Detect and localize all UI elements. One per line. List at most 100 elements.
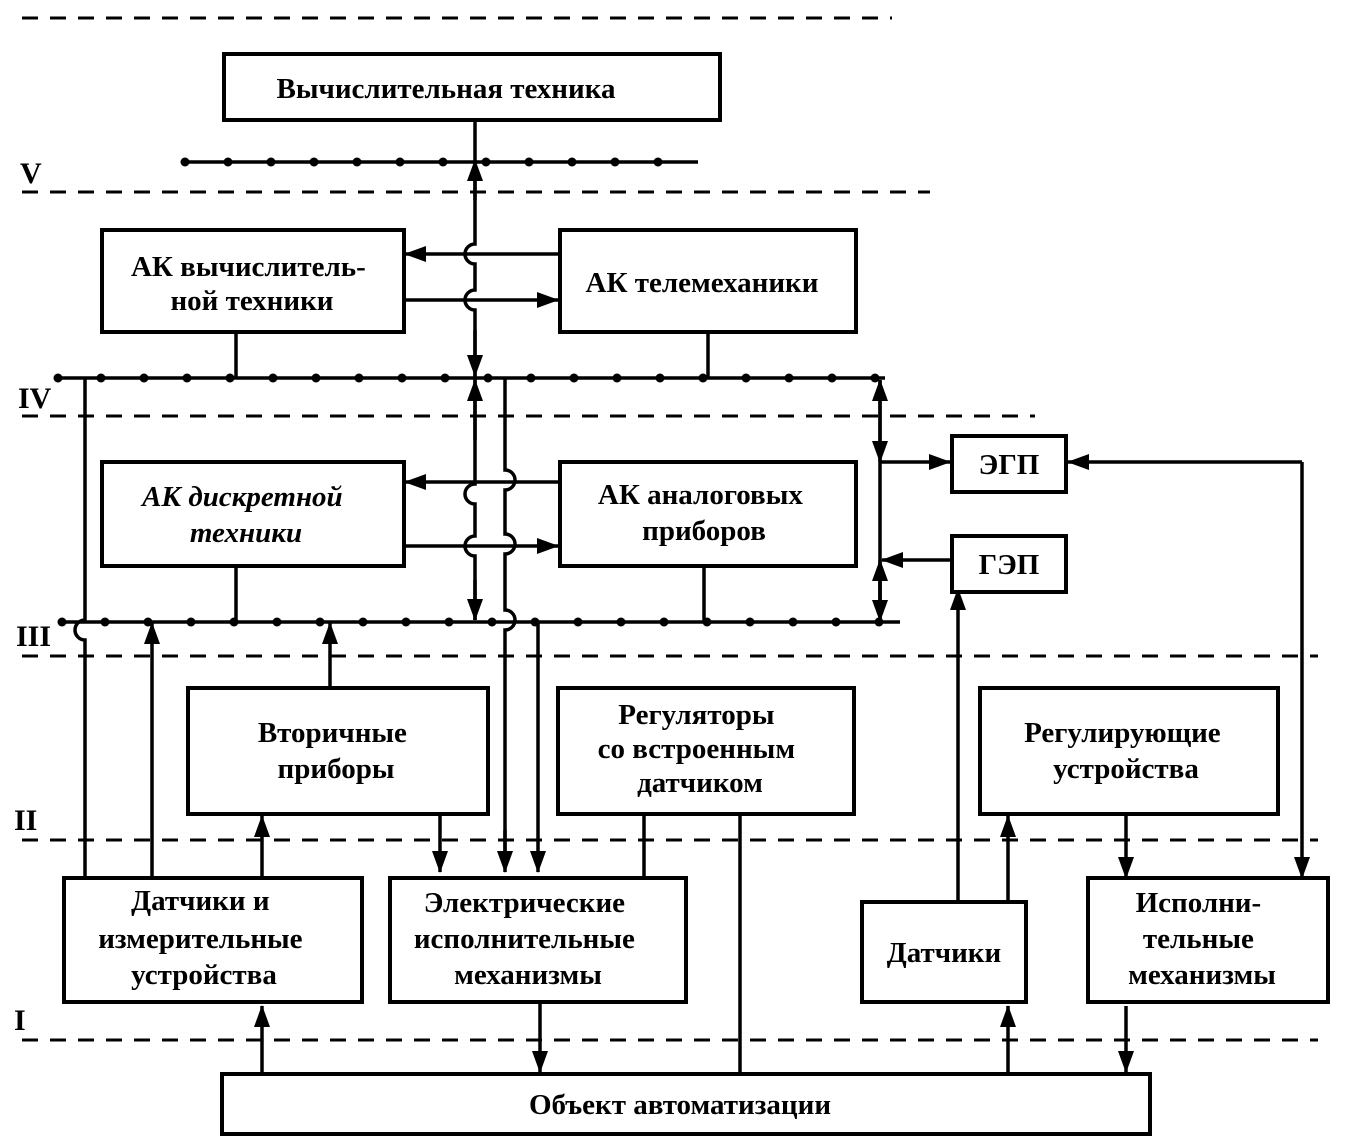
actuators-line-2: тельные [1143,923,1254,955]
block-electric-act: Электрические исполнительные механизмы [388,876,688,1004]
svg-text:АК вычислитель- ной техн: АК вычислитель- ной техники [131,251,373,317]
svg-text:Исполни- тельные м: Исполни- тельные механизмы [1128,887,1276,991]
bus-iii-dot [788,617,798,627]
bus-dots [53,157,884,627]
level-label-i: I [14,1004,26,1037]
bus-iii-dot [57,617,67,627]
ak-discrete-line-2: техники [190,517,302,549]
bus-iii-dot [444,617,454,627]
bus-iv-dot [612,373,622,383]
electric-act-line-2: исполнительные [414,923,635,955]
bus-iii-dot [186,617,196,627]
bus-iv-dot [311,373,321,383]
bus-v-dot [266,157,276,167]
actuators-line-1: Исполни- [1136,887,1262,919]
regulators-line-2: со встроенным [598,733,795,765]
bus-iii-dot [100,617,110,627]
bus-iii-dot [272,617,282,627]
bus-v-dot [481,157,491,167]
svg-text:Регуляторы со встроенным: Регуляторы со встроенным датчиком [598,699,803,799]
electric-act-line-3: механизмы [454,959,602,991]
bus-iv-dot [139,373,149,383]
bus-iv-dot [741,373,751,383]
gep-label: ГЭП [979,549,1040,581]
bus-v-dot [180,157,190,167]
sensors-meas-line-1: Датчики и [131,885,269,917]
svg-text:Датчики и измерительные: Датчики и измерительные устройства [98,885,310,991]
block-regulating: Регулирующие устройства [978,686,1280,816]
block-sensors: Датчики [860,900,1028,1004]
ak-computing-line-1: АК вычислитель- [131,251,366,283]
sensors-to-bus-iv [73,378,87,878]
bus-iv-dot [655,373,665,383]
block-secondary: Вторичные приборы [186,686,490,816]
bus-v-dot [524,157,534,167]
regulators-line-1: Регуляторы [618,699,774,731]
bus-iv-dot [483,373,493,383]
svg-text:Датчики: Датчики [887,937,1001,969]
sensors-label: Датчики [887,937,1001,969]
bus-iii-dot [401,617,411,627]
secondary-line-2: приборы [278,753,395,785]
bus-v-dot [653,157,663,167]
block-computing: Вычислительная техника [222,52,722,122]
actuators-line-3: механизмы [1128,959,1276,991]
block-regulators: Регуляторы со встроенным датчиком [556,686,856,816]
block-ak-analog: АК аналоговых приборов [558,460,858,568]
svg-text:АК аналоговых приборов: АК аналоговых приборов [598,479,810,547]
block-ak-telemech: АК телемеханики [558,228,858,334]
svg-text:ЭГП: ЭГП [979,449,1040,481]
bus-iii-dot [358,617,368,627]
bus-iv-dot [526,373,536,383]
regulating-line-1: Регулирующие [1024,717,1221,749]
ak-analog-line-1: АК аналоговых [598,479,803,511]
bus-v-dot [567,157,577,167]
bus-v-dot [438,157,448,167]
svg-text:ГЭП: ГЭП [979,549,1040,581]
ak-analog-line-2: приборов [642,515,766,547]
bus-iii-dot [315,617,325,627]
bus-iii-dot [573,617,583,627]
block-actuators: Исполни- тельные механизмы [1086,876,1330,1004]
bus-v-dot [352,157,362,167]
bus-iv-dot [784,373,794,383]
svg-text:Вычислительная техника: Вычислительная техника [277,73,616,105]
bus-iv-to-electric [503,378,517,868]
svg-text:Объект автоматизации: Объект автоматизации [529,1089,831,1121]
bus-iii-dot [745,617,755,627]
bus-iv-dot [440,373,450,383]
bus-v-dot [309,157,319,167]
electric-act-line-1: Электрические [424,887,625,919]
bus-iv-dot [268,373,278,383]
level-label-v: V [20,157,42,190]
bus-iv-dot [53,373,63,383]
block-gep: ГЭП [950,534,1068,594]
svg-text:АК телемеханики: АК телемеханики [586,267,819,299]
bus-v-dot [395,157,405,167]
svg-text:Вторичные приборы: Вторичные приборы [258,717,414,785]
block-ak-computing: АК вычислитель- ной техники [100,228,406,334]
sensors-meas-line-2: измерительные [98,923,302,955]
level-labels: V IV III II I [14,157,52,1037]
regulators-line-3: датчиком [637,767,763,799]
regulating-line-2: устройства [1053,753,1199,785]
bus-iii-dot [659,617,669,627]
bus-iii-dot [487,617,497,627]
secondary-line-1: Вторичные [258,717,407,749]
bus-iii-dot [616,617,626,627]
bus-v-dot [223,157,233,167]
block-ak-discrete: АК дискретной техники [100,460,406,568]
level-label-iv: IV [18,382,52,415]
block-egp: ЭГП [950,434,1068,494]
block-sensors-meas: Датчики и измерительные устройства [62,876,364,1004]
level-label-ii: II [14,804,37,837]
bus-iv-dot [96,373,106,383]
svg-text:Регулирующие устройства: Регулирующие устройства [1024,717,1228,785]
bus-iv-dot [569,373,579,383]
bus-iv-dot [354,373,364,383]
svg-text:АК дискретной техники: АК дискретной техники [140,481,350,549]
bus-iv-dot [698,373,708,383]
bus-iv-dot [225,373,235,383]
ak-discrete-line-1: АК дискретной [140,481,343,513]
bus-iii-dot [831,617,841,627]
